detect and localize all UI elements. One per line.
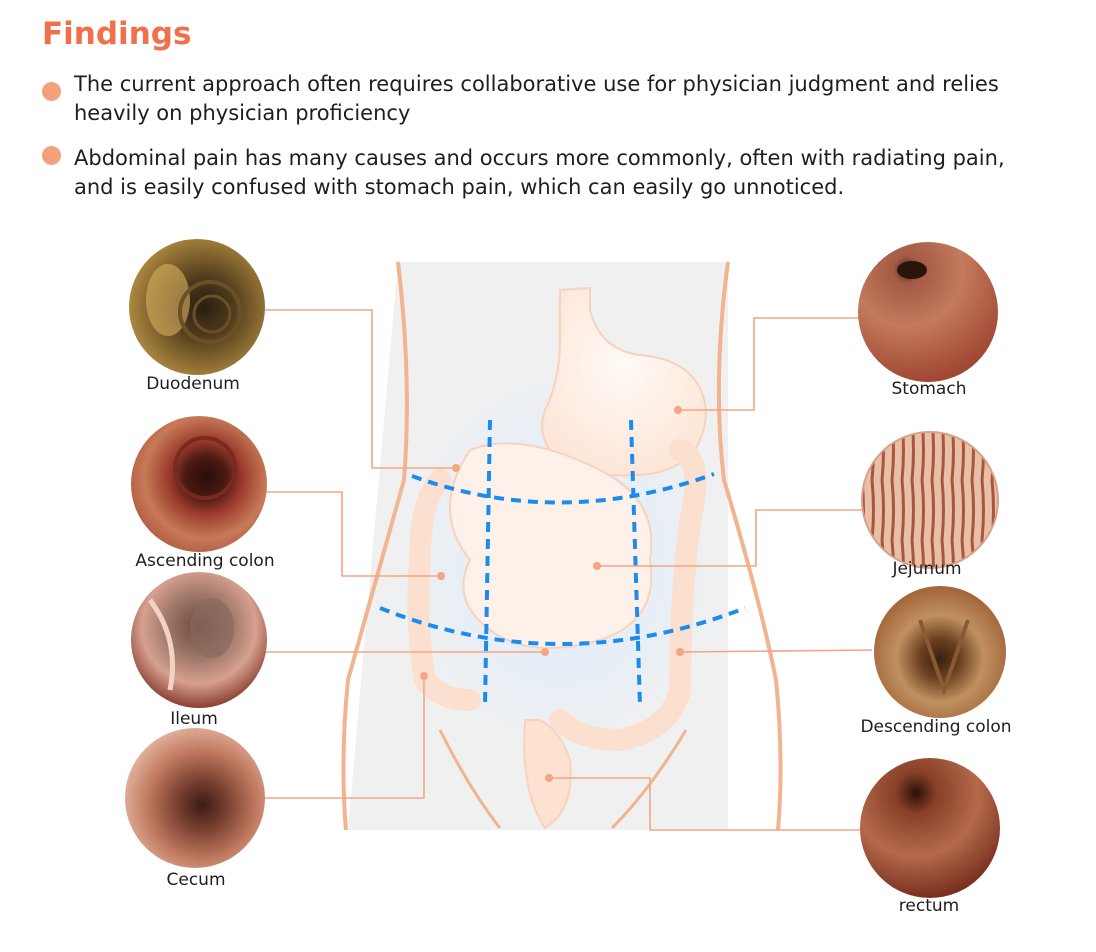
bullet-dot <box>42 146 61 165</box>
finding-text: The current approach often requires coll… <box>74 72 999 125</box>
duodenum-photo <box>129 239 265 375</box>
label-rectum: rectum <box>898 896 960 916</box>
page-title: Findings <box>42 16 192 52</box>
descending-colon-photo <box>874 586 1006 718</box>
small-intestine-shape <box>449 442 653 649</box>
cecum-photo <box>125 728 265 868</box>
ascending-colon-photo <box>131 416 267 552</box>
bullet-dot <box>42 82 61 101</box>
rectum-shape <box>523 719 572 830</box>
label-stomach: Stomach <box>891 379 967 399</box>
finding-text: Abdominal pain has many causes and occur… <box>74 146 1005 199</box>
label-ileum: Ileum <box>170 709 218 729</box>
stomach-photo <box>858 242 998 382</box>
leader-endpoints <box>420 406 684 782</box>
label-descending-colon: Descending colon <box>860 717 1012 737</box>
finding-item: Abdominal pain has many causes and occur… <box>42 144 1042 202</box>
leader-lines <box>262 309 873 831</box>
finding-item: The current approach often requires coll… <box>42 70 1042 128</box>
label-cecum: Cecum <box>166 870 226 890</box>
large-intestine-shape <box>407 439 707 752</box>
stomach-shape <box>541 286 708 477</box>
label-duodenum: Duodenum <box>146 374 240 394</box>
rectum-photo <box>860 758 1000 898</box>
label-jejunum: Jejunum <box>892 559 962 579</box>
digestive-organs <box>407 286 708 830</box>
findings-list: The current approach often requires coll… <box>42 70 1042 218</box>
jejunum-photo <box>861 431 999 569</box>
label-ascending-colon: Ascending colon <box>135 551 275 571</box>
abdominal-region-dividers <box>379 419 746 707</box>
ileum-photo <box>131 572 267 708</box>
